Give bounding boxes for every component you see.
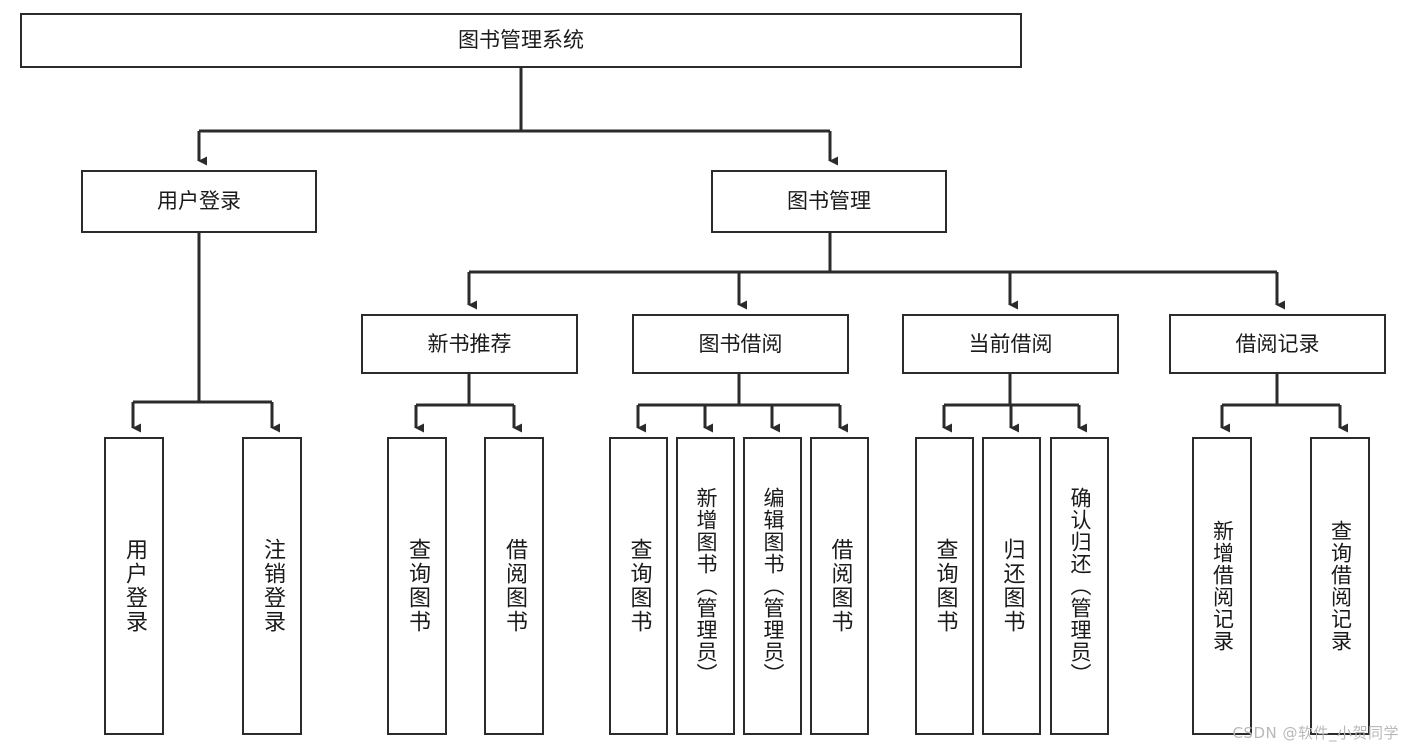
node-current-borrow-label: 当前借阅: [968, 331, 1053, 356]
leaf-query-borrow-record-label: 查询借阅记录: [1328, 520, 1353, 652]
node-user-login[interactable]: 用户登录: [81, 170, 317, 233]
leaf-return-books[interactable]: 归还图书: [982, 437, 1041, 735]
leaf-borrow-books-recommend[interactable]: 借阅图书: [484, 437, 544, 735]
node-new-book-recommend[interactable]: 新书推荐: [361, 314, 578, 374]
leaf-query-books-recommend-label: 查询图书: [405, 538, 430, 634]
node-root[interactable]: 图书管理系统: [20, 13, 1022, 68]
leaf-confirm-return-admin-label: 确认归还（管理员）: [1068, 487, 1092, 685]
leaf-borrow-books-borrow[interactable]: 借阅图书: [810, 437, 869, 735]
node-current-borrow[interactable]: 当前借阅: [902, 314, 1119, 374]
node-book-borrow[interactable]: 图书借阅: [632, 314, 849, 374]
leaf-query-books-current[interactable]: 查询图书: [915, 437, 974, 735]
node-book-management[interactable]: 图书管理: [711, 170, 947, 233]
node-borrow-records[interactable]: 借阅记录: [1169, 314, 1386, 374]
node-root-label: 图书管理系统: [458, 28, 584, 53]
leaf-query-borrow-record[interactable]: 查询借阅记录: [1310, 437, 1370, 735]
leaf-add-book-admin[interactable]: 新增图书（管理员）: [676, 437, 735, 735]
leaf-user-login-label: 用户登录: [122, 538, 147, 634]
leaf-logout[interactable]: 注销登录: [242, 437, 302, 735]
leaf-user-login[interactable]: 用户登录: [104, 437, 164, 735]
node-borrow-records-label: 借阅记录: [1235, 331, 1320, 356]
node-book-borrow-label: 图书借阅: [698, 331, 783, 356]
leaf-edit-book-admin-label: 编辑图书（管理员）: [761, 487, 785, 685]
leaf-add-book-admin-label: 新增图书（管理员）: [694, 487, 718, 685]
leaf-borrow-books-borrow-label: 借阅图书: [827, 538, 853, 634]
leaf-return-books-label: 归还图书: [999, 538, 1025, 634]
leaf-query-books-recommend[interactable]: 查询图书: [387, 437, 447, 735]
leaf-query-books-borrow-label: 查询图书: [626, 538, 652, 634]
leaf-add-borrow-record[interactable]: 新增借阅记录: [1192, 437, 1252, 735]
node-book-management-label: 图书管理: [787, 189, 871, 214]
leaf-confirm-return-admin[interactable]: 确认归还（管理员）: [1050, 437, 1109, 735]
leaf-query-books-current-label: 查询图书: [932, 538, 958, 634]
node-user-login-label: 用户登录: [157, 189, 241, 214]
leaf-query-books-borrow[interactable]: 查询图书: [609, 437, 668, 735]
leaf-logout-label: 注销登录: [260, 538, 285, 634]
leaf-add-borrow-record-label: 新增借阅记录: [1210, 520, 1235, 652]
node-new-book-recommend-label: 新书推荐: [427, 331, 512, 356]
leaf-edit-book-admin[interactable]: 编辑图书（管理员）: [743, 437, 802, 735]
leaf-borrow-books-recommend-label: 借阅图书: [502, 538, 527, 634]
